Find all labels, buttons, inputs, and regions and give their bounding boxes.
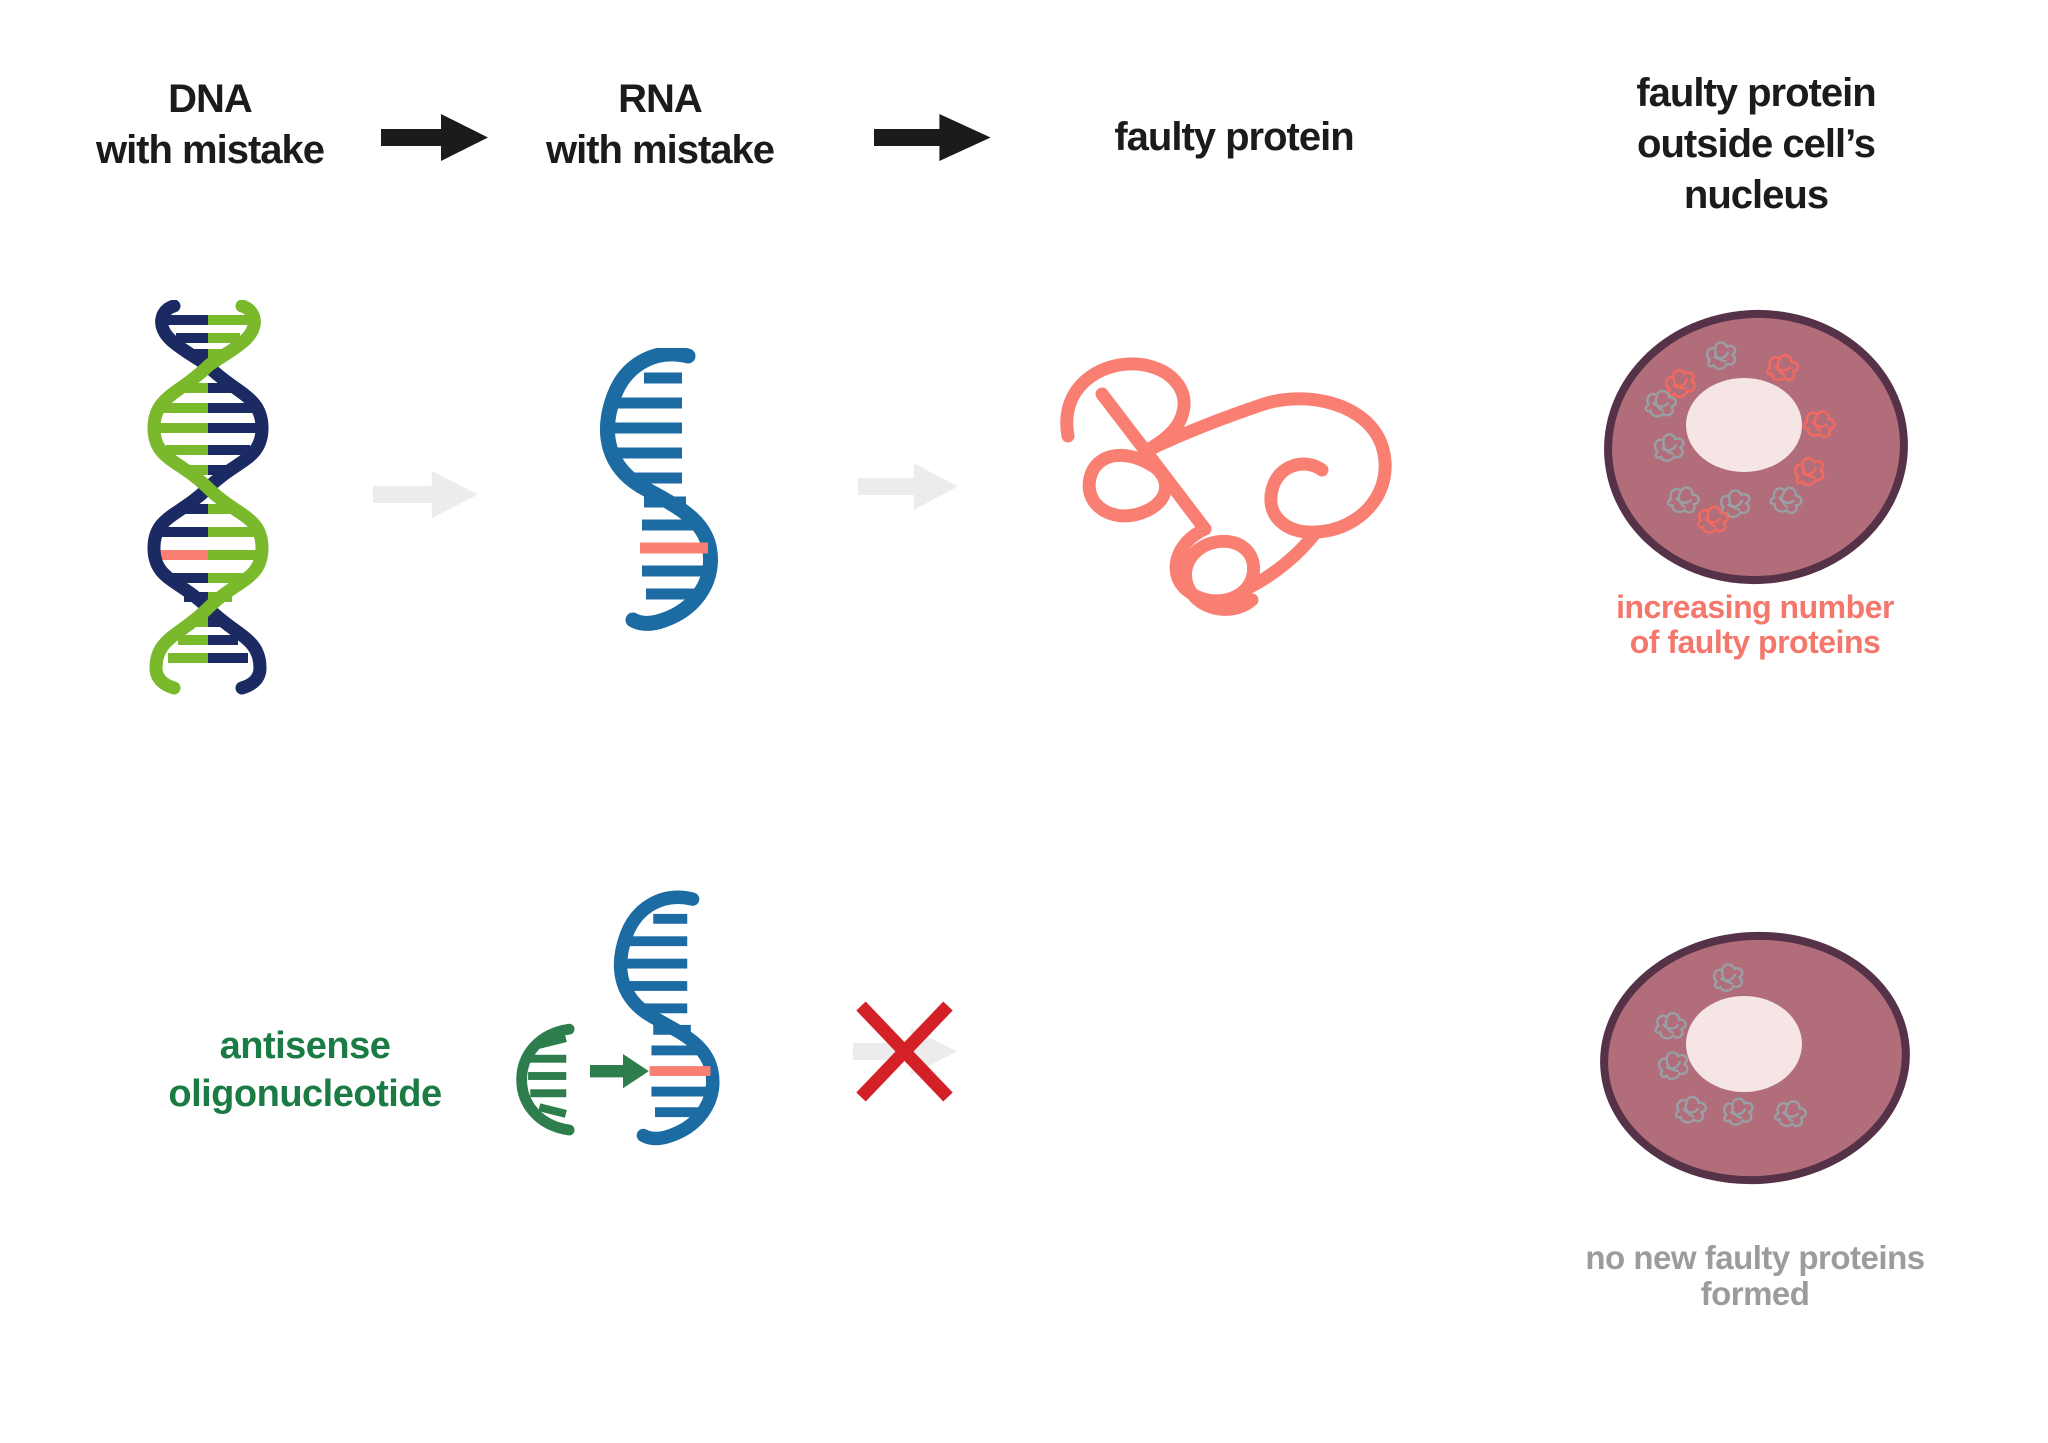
- caption-line: increasing number: [1616, 589, 1894, 625]
- antisense-oligonucleotide-icon: [522, 1029, 570, 1130]
- antisense-oligonucleotide-label: antisense oligonucleotide: [110, 1022, 500, 1118]
- label-line: antisense: [219, 1025, 391, 1067]
- caption-line: of faulty proteins: [1629, 624, 1881, 660]
- header-faulty-protein: faulty protein: [1059, 112, 1409, 163]
- dna-with-mistake-icon: [147, 300, 269, 695]
- faulty-protein-tangle-icon: [1060, 357, 1392, 616]
- arrow-rna-to-protein-icon: [874, 114, 991, 161]
- dna-mistake-rung: [158, 550, 208, 560]
- header-line: with mistake: [545, 128, 775, 172]
- header-rna-with-mistake: RNA with mistake: [485, 74, 835, 176]
- blocked-arrow-icon: [853, 1001, 957, 1102]
- label-line: oligonucleotide: [168, 1073, 442, 1115]
- rna-with-mistake-icon: [570, 348, 750, 638]
- faded-arrow-icon: [858, 463, 958, 510]
- caption-no-new-faulty-proteins: no new faulty proteins formed: [1565, 1240, 1945, 1312]
- dna-rungs: [158, 315, 258, 663]
- aso-binding-rna-icon: [505, 882, 795, 1152]
- header-faulty-protein-outside-nucleus: faulty protein outside cell’s nucleus: [1561, 68, 1951, 221]
- header-line: faulty protein: [1114, 115, 1354, 159]
- header-line: outside cell’s nucleus: [1637, 122, 1876, 217]
- cell-nucleus: [1686, 996, 1802, 1092]
- header-line: with mistake: [95, 128, 325, 172]
- header-dna-with-mistake: DNA with mistake: [35, 74, 385, 176]
- rna-with-mistake-icon: [621, 897, 713, 1138]
- faded-arrow-icon: [373, 471, 478, 518]
- cell-no-new-faulty-proteins-icon: [1600, 931, 1910, 1185]
- header-line: RNA: [618, 77, 703, 121]
- cell-nucleus: [1686, 378, 1802, 472]
- cell-many-faulty-proteins-icon: [1604, 309, 1908, 585]
- arrow-dna-to-rna-icon: [381, 114, 488, 161]
- header-line: faulty protein: [1636, 71, 1876, 115]
- caption-increasing-faulty-proteins: increasing number of faulty proteins: [1580, 590, 1930, 660]
- x-icon: [856, 1001, 953, 1102]
- caption-line: formed: [1700, 1275, 1810, 1312]
- dna-strand-green: [147, 300, 269, 695]
- caption-line: no new faulty proteins: [1585, 1239, 1925, 1276]
- header-line: DNA: [168, 77, 253, 121]
- aso-binding-arrow-icon: [590, 1054, 649, 1089]
